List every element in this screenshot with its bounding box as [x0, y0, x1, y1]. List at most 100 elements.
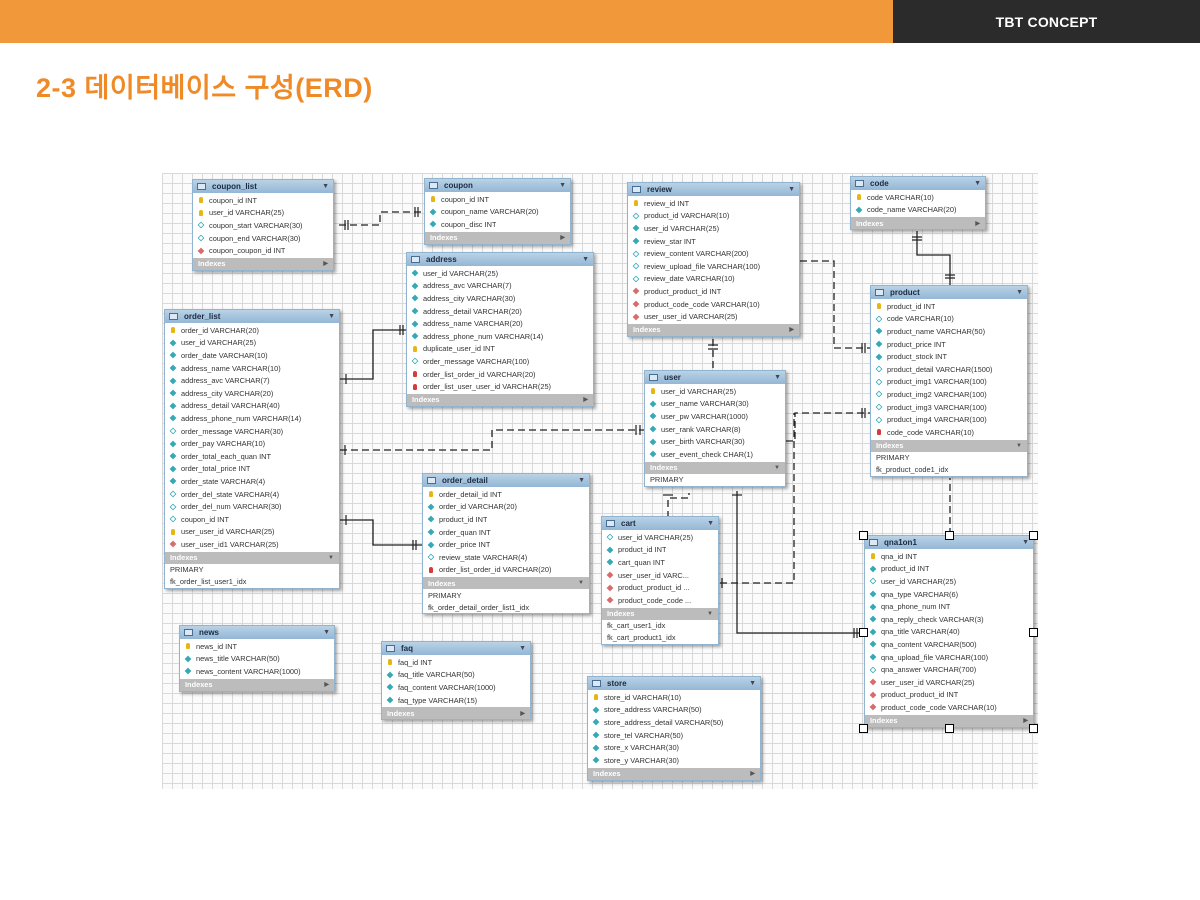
table-column[interactable]: order_del_num VARCHAR(30)	[165, 500, 339, 513]
indexes-section[interactable]: Indexes▶	[588, 767, 760, 780]
collapse-arrow-icon[interactable]: ▼	[322, 183, 329, 190]
table-column[interactable]: coupon_disc INT	[425, 218, 570, 231]
table-column[interactable]: product_name VARCHAR(50)	[871, 325, 1027, 338]
indexes-toggle-icon[interactable]: ▼	[578, 580, 584, 587]
table-column[interactable]: code_name VARCHAR(20)	[851, 204, 985, 217]
table-column[interactable]: code VARCHAR(10)	[851, 191, 985, 204]
table-header[interactable]: code▼	[851, 177, 985, 190]
collapse-arrow-icon[interactable]: ▼	[578, 477, 585, 484]
indexes-toggle-icon[interactable]: ▶	[560, 235, 565, 242]
table-column[interactable]: user_id VARCHAR(25)	[602, 531, 718, 544]
table-column[interactable]: coupon_start VARCHAR(30)	[193, 219, 333, 232]
table-column[interactable]: order_detail_id INT	[423, 488, 589, 501]
collapse-arrow-icon[interactable]: ▼	[1022, 539, 1029, 546]
table-column[interactable]: user_user_id1 VARCHAR(25)	[165, 538, 339, 551]
table-header[interactable]: address▼	[407, 253, 593, 266]
index-entry[interactable]: PRIMARY	[428, 590, 462, 600]
collapse-arrow-icon[interactable]: ▼	[1016, 289, 1023, 296]
table-column[interactable]: order_message VARCHAR(100)	[407, 355, 593, 368]
collapse-arrow-icon[interactable]: ▼	[519, 645, 526, 652]
table-column[interactable]: store_address VARCHAR(50)	[588, 704, 760, 717]
table-column[interactable]: qna_answer VARCHAR(700)	[865, 663, 1033, 676]
table-column[interactable]: user_id VARCHAR(25)	[407, 267, 593, 280]
table-column[interactable]: order_pay VARCHAR(10)	[165, 437, 339, 450]
table-column[interactable]: store_address_detail VARCHAR(50)	[588, 716, 760, 729]
table-column[interactable]: faq_type VARCHAR(15)	[382, 694, 530, 707]
indexes-section[interactable]: Indexes▶	[193, 257, 333, 270]
table-column[interactable]: faq_title VARCHAR(50)	[382, 669, 530, 682]
table-column[interactable]: faq_id INT	[382, 656, 530, 669]
index-entry[interactable]: PRIMARY	[876, 453, 910, 463]
table-column[interactable]: product_id INT	[423, 513, 589, 526]
indexes-section[interactable]: Indexes▶	[851, 217, 985, 230]
indexes-section[interactable]: Indexes▶	[407, 393, 593, 406]
table-column[interactable]: faq_content VARCHAR(1000)	[382, 681, 530, 694]
table-column[interactable]: order_list_order_id VARCHAR(20)	[407, 368, 593, 381]
table-column[interactable]: store_tel VARCHAR(50)	[588, 729, 760, 742]
table-column[interactable]: address_detail VARCHAR(20)	[407, 305, 593, 318]
table-column[interactable]: news_content VARCHAR(1000)	[180, 665, 334, 678]
table-column[interactable]: user_event_check CHAR(1)	[645, 448, 785, 461]
table-column[interactable]: product_stock INT	[871, 350, 1027, 363]
table-column[interactable]: coupon_id INT	[165, 513, 339, 526]
table-column[interactable]: user_rank VARCHAR(8)	[645, 423, 785, 436]
table-column[interactable]: user_user_id VARCHAR(25)	[165, 526, 339, 539]
table-header[interactable]: order_list▼	[165, 310, 339, 323]
collapse-arrow-icon[interactable]: ▼	[707, 520, 714, 527]
table-header[interactable]: user▼	[645, 371, 785, 384]
table-column[interactable]: product_img4 VARCHAR(100)	[871, 413, 1027, 426]
table-store[interactable]: store▼store_id VARCHAR(10)store_address …	[587, 676, 761, 781]
table-column[interactable]: review_upload_file VARCHAR(100)	[628, 260, 799, 273]
index-entry[interactable]: fk_order_list_user1_idx	[170, 577, 247, 587]
indexes-toggle-icon[interactable]: ▶	[789, 327, 794, 334]
table-column[interactable]: user_user_id VARCHAR(25)	[628, 310, 799, 323]
table-column[interactable]: qna_id INT	[865, 550, 1033, 563]
table-address[interactable]: address▼user_id VARCHAR(25)address_avc V…	[406, 252, 594, 407]
table-column[interactable]: review_id INT	[628, 197, 799, 210]
table-column[interactable]: address_phone_num VARCHAR(14)	[407, 330, 593, 343]
table-column[interactable]: order_total_each_quan INT	[165, 450, 339, 463]
index-entry[interactable]: PRIMARY	[650, 475, 684, 485]
collapse-arrow-icon[interactable]: ▼	[323, 629, 330, 636]
table-column[interactable]: order_message VARCHAR(30)	[165, 425, 339, 438]
indexes-section[interactable]: Indexes▼	[165, 551, 339, 564]
indexes-toggle-icon[interactable]: ▶	[1023, 718, 1028, 725]
indexes-toggle-icon[interactable]: ▶	[324, 682, 329, 689]
table-column[interactable]: coupon_end VARCHAR(30)	[193, 232, 333, 245]
indexes-toggle-icon[interactable]: ▶	[975, 220, 980, 227]
table-column[interactable]: coupon_id INT	[425, 193, 570, 206]
table-column[interactable]: qna_content VARCHAR(500)	[865, 638, 1033, 651]
index-entry[interactable]: PRIMARY	[170, 565, 204, 575]
table-column[interactable]: product_id INT	[865, 563, 1033, 576]
table-column[interactable]: user_id VARCHAR(25)	[193, 207, 333, 220]
indexes-section[interactable]: Indexes▶	[180, 678, 334, 691]
table-column[interactable]: address_name VARCHAR(20)	[407, 317, 593, 330]
selection-handle[interactable]	[945, 724, 954, 733]
index-entry[interactable]: fk_order_detail_order_list1_idx	[428, 602, 530, 612]
table-column[interactable]: review_state VARCHAR(4)	[423, 551, 589, 564]
table-column[interactable]: user_user_id VARCHAR(25)	[865, 676, 1033, 689]
table-header[interactable]: store▼	[588, 677, 760, 690]
table-column[interactable]: order_date VARCHAR(10)	[165, 349, 339, 362]
table-column[interactable]: store_x VARCHAR(30)	[588, 741, 760, 754]
collapse-arrow-icon[interactable]: ▼	[774, 374, 781, 381]
table-column[interactable]: cart_quan INT	[602, 556, 718, 569]
table-column[interactable]: user_user_id VARC...	[602, 569, 718, 582]
indexes-toggle-icon[interactable]: ▼	[774, 464, 780, 471]
table-column[interactable]: user_id VARCHAR(25)	[645, 385, 785, 398]
table-column[interactable]: order_id VARCHAR(20)	[165, 324, 339, 337]
table-column[interactable]: store_y VARCHAR(30)	[588, 754, 760, 767]
table-column[interactable]: qna_upload_file VARCHAR(100)	[865, 651, 1033, 664]
indexes-section[interactable]: Indexes▶	[425, 231, 570, 244]
table-column[interactable]: product_id INT	[602, 544, 718, 557]
table-column[interactable]: order_total_price INT	[165, 463, 339, 476]
table-column[interactable]: store_id VARCHAR(10)	[588, 691, 760, 704]
table-column[interactable]: address_phone_num VARCHAR(14)	[165, 412, 339, 425]
indexes-toggle-icon[interactable]: ▶	[323, 261, 328, 268]
table-column[interactable]: product_img3 VARCHAR(100)	[871, 401, 1027, 414]
table-column[interactable]: user_name VARCHAR(30)	[645, 398, 785, 411]
table-column[interactable]: order_list_user_user_id VARCHAR(25)	[407, 380, 593, 393]
index-entry[interactable]: fk_cart_user1_idx	[607, 621, 666, 631]
